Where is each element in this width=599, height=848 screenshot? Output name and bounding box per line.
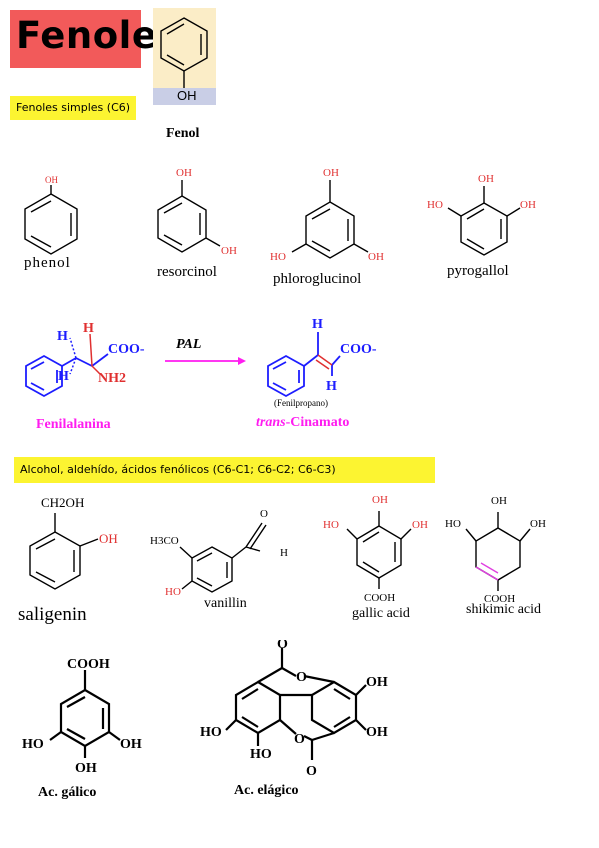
galico-cooh: COOH: [67, 657, 110, 672]
phloroglucinol-name: phloroglucinol: [273, 271, 361, 287]
saligenin-name: saligenin: [18, 604, 87, 625]
saligenin-ch2oh: CH2OH: [41, 495, 84, 510]
gallic-oh-2: OH: [412, 519, 428, 531]
vanillin-h: H: [280, 547, 288, 559]
galico-oh-1: OH: [120, 737, 142, 752]
elagico-o-top: O: [277, 640, 288, 652]
product-name: trans-Cinamato: [256, 415, 349, 430]
phloroglucinol-ho: HO: [270, 251, 286, 263]
product-note: (Fenilpropano): [274, 398, 328, 408]
gallic-ho: HO: [323, 519, 339, 531]
phenol-oh: OH: [45, 175, 58, 185]
elagico-oh-1: OH: [366, 675, 388, 690]
pyrogallol-oh-1: OH: [478, 173, 494, 185]
galico-ho: HO: [22, 737, 44, 752]
section-simple-label: Fenoles simples (C6): [16, 101, 131, 114]
shikimic-acid-name: shikimic acid: [466, 602, 541, 617]
saligenin-oh: OH: [99, 531, 118, 546]
phenol-card: OH: [153, 8, 216, 105]
fenol-label: Fenol: [166, 126, 200, 141]
vanillin-o: O: [260, 508, 268, 520]
shikimic-ho: HO: [445, 518, 461, 530]
elagico-ho-2: HO: [250, 747, 272, 762]
substrate-h2: H: [83, 321, 94, 336]
resorcinol-oh-2: OH: [221, 245, 237, 257]
phenol-name: phenol: [24, 255, 71, 271]
section-phenolic-acids: Alcohol, aldehído, ácidos fenólicos (C6-…: [14, 457, 435, 483]
title-box: Fenoles: [10, 10, 179, 68]
enzyme-label: PAL: [176, 337, 201, 352]
pyrogallol-ho: HO: [427, 199, 443, 211]
phenolic-acids-row: CH2OH OH H3CO HO O H HO OH OH COOH HO OH…: [18, 494, 546, 625]
substrate-h1: H: [57, 329, 68, 344]
elagico-ho-1: HO: [200, 725, 222, 740]
substrate-name: Fenilalanina: [36, 417, 111, 432]
resorcinol-name: resorcinol: [157, 264, 217, 280]
pal-reaction: H H H COO- NH2 H H COO- PAL (Fenilpropan…: [25, 317, 377, 432]
galico-oh-2: OH: [75, 761, 97, 776]
page-title: Fenoles: [16, 14, 180, 57]
elagico-o-ring-top: O: [296, 670, 307, 685]
elagico-o-ring-bottom: O: [294, 732, 305, 747]
substrate-coo: COO-: [108, 342, 145, 357]
phloroglucinol-oh-2: OH: [368, 251, 384, 263]
gallic-acid-name: gallic acid: [352, 606, 410, 621]
ac-elagico-name: Ac. elágico: [234, 783, 299, 798]
section-simple-phenols: Fenoles simples (C6): [10, 96, 136, 120]
product-h2: H: [326, 379, 337, 394]
shikimic-cooh: COOH: [484, 593, 515, 605]
ac-galico-name: Ac. gálico: [38, 785, 96, 800]
vanillin-ho: HO: [165, 586, 181, 598]
vanillin-name: vanillin: [204, 596, 247, 611]
pyrogallol-name: pyrogallol: [447, 263, 509, 279]
resorcinol-oh-1: OH: [176, 167, 192, 179]
phloroglucinol-oh-1: OH: [323, 167, 339, 179]
section-acids-label: Alcohol, aldehído, ácidos fenólicos (C6-…: [20, 463, 336, 476]
bottom-structures: COOH HO OH OH O O OH OH HO HO O O Ac. gá…: [22, 640, 388, 800]
product-coo: COO-: [340, 342, 377, 357]
phenol-card-oh: OH: [177, 88, 197, 103]
substrate-h3: H: [58, 369, 69, 384]
phenol-card-structure: [160, 17, 208, 88]
product-h1: H: [312, 317, 323, 332]
substrate-nh2: NH2: [98, 371, 126, 386]
shikimic-oh-1: OH: [491, 495, 507, 507]
gallic-oh-1: OH: [372, 494, 388, 506]
pyrogallol-oh-2: OH: [520, 199, 536, 211]
elagico-oh-2: OH: [366, 725, 388, 740]
shikimic-oh-2: OH: [530, 518, 546, 530]
elagico-o-bottom: O: [306, 764, 317, 779]
gallic-cooh: COOH: [364, 592, 395, 604]
simple-phenols-row: OH OH OH OH HO OH OH HO OH phenol resorc…: [24, 167, 536, 287]
oh-band: OH: [153, 88, 216, 105]
vanillin-h3co: H3CO: [150, 535, 179, 547]
